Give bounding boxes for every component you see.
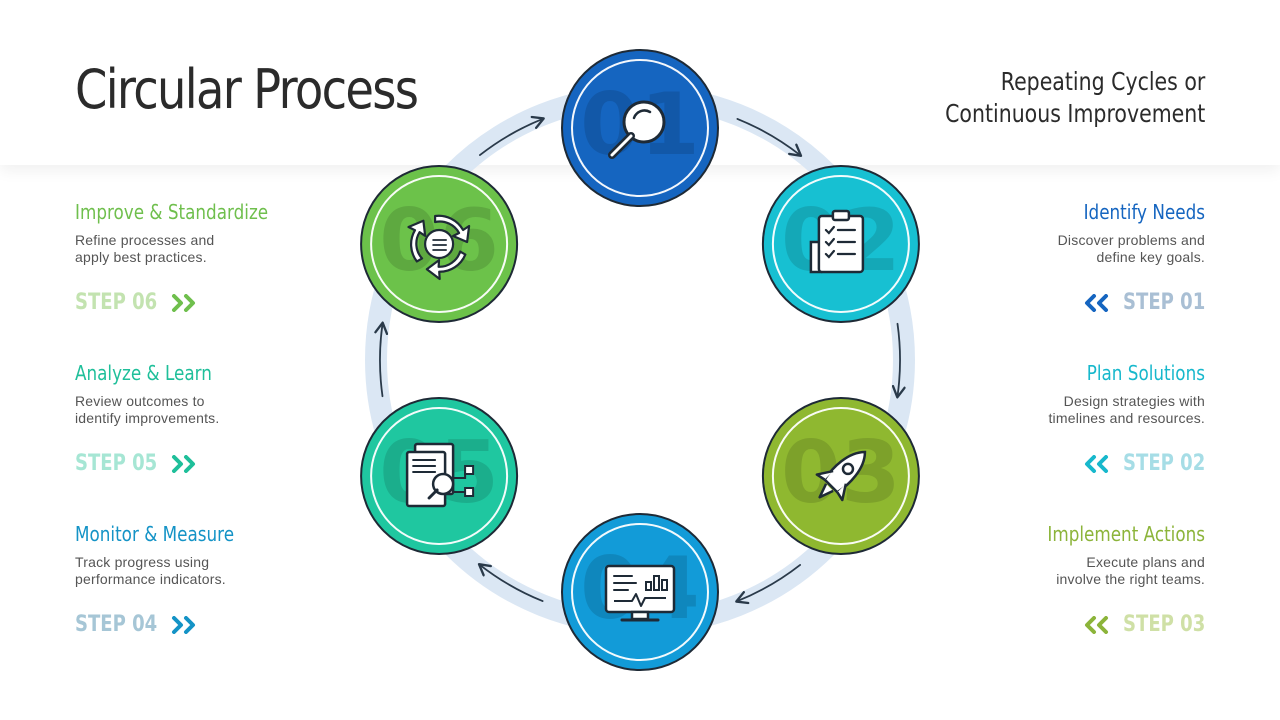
monitor-analytics-icon — [604, 564, 676, 622]
step-04-node: 04 — [561, 513, 719, 671]
chevron-left-icon — [1084, 293, 1108, 312]
cycle-arrows-icon — [407, 214, 471, 281]
step-01-desc-line-2: define key goals. — [1096, 249, 1205, 265]
flow-arrow — [477, 563, 544, 602]
step-02-desc-line-2: timelines and resources. — [1048, 410, 1205, 426]
node-inner-ring — [771, 175, 910, 313]
step-06-heading: Improve & Standardize — [75, 200, 269, 224]
step-06-label-text: STEP 06 — [75, 290, 158, 315]
page-subtitle: Repeating Cycles or Continuous Improveme… — [945, 66, 1205, 130]
node-inner-ring — [370, 407, 509, 545]
step-06-description: Refine processes and apply best practice… — [75, 232, 335, 266]
step-04-block: Monitor & Measure Track progress using p… — [75, 522, 335, 637]
step-03-heading: Implement Actions — [1047, 522, 1205, 546]
step-02-description: Design strategies with timelines and res… — [945, 393, 1205, 427]
flow-arrow — [374, 321, 389, 398]
subtitle-line-2: Continuous Improvement — [944, 99, 1205, 128]
step-01-node: 01 — [561, 49, 719, 207]
node-inner-ring — [771, 407, 910, 545]
step-05-desc-line-1: Review outcomes to — [75, 393, 205, 409]
rocket-icon — [815, 450, 867, 502]
chevron-left-icon — [1084, 615, 1108, 634]
step-04-description: Track progress using performance indicat… — [75, 554, 335, 588]
step-01-description: Discover problems and define key goals. — [945, 232, 1205, 266]
step-06-desc-line-1: Refine processes and — [75, 232, 215, 248]
step-06-label: STEP 06 — [75, 290, 335, 315]
document-analysis-icon — [405, 442, 475, 508]
step-05-label: STEP 05 — [75, 451, 335, 476]
chevron-right-icon — [172, 615, 196, 634]
clipboard-checklist-icon — [809, 209, 865, 274]
page-title: Circular Process — [75, 58, 419, 121]
flow-arrows — [374, 115, 906, 605]
magnifier-icon — [608, 100, 666, 159]
step-02-label: STEP 02 — [945, 451, 1205, 476]
step-02-desc-line-1: Design strategies with — [1063, 393, 1205, 409]
step-03-desc-line-2: involve the right teams. — [1056, 571, 1205, 587]
step-01-label-text: STEP 01 — [1122, 290, 1205, 315]
step-01-block: Identify Needs Discover problems and def… — [945, 200, 1205, 315]
chevron-right-icon — [172, 293, 196, 312]
flow-arrow — [891, 322, 906, 399]
node-inner-ring — [571, 523, 709, 661]
step-04-label: STEP 04 — [75, 612, 335, 637]
step-05-node: 05 — [360, 397, 519, 555]
step-05-label-text: STEP 05 — [75, 451, 158, 476]
flow-arrow — [479, 115, 545, 156]
step-01-heading: Identify Needs — [1083, 200, 1205, 224]
step-03-label-text: STEP 03 — [1122, 612, 1205, 637]
step-02-heading: Plan Solutions — [1086, 361, 1205, 385]
step-04-desc-line-2: performance indicators. — [75, 571, 226, 587]
chevron-left-icon — [1084, 454, 1108, 473]
node-inner-ring — [370, 175, 509, 313]
node-inner-ring — [571, 59, 709, 197]
subtitle-line-1: Repeating Cycles or — [1000, 67, 1205, 96]
step-03-description: Execute plans and involve the right team… — [945, 554, 1205, 588]
flow-arrow — [736, 118, 803, 157]
flow-arrow — [735, 564, 801, 605]
step-02-block: Plan Solutions Design strategies with ti… — [945, 361, 1205, 476]
step-06-node: 06 — [360, 165, 519, 323]
step-02-label-text: STEP 02 — [1122, 451, 1205, 476]
step-02-node: 02 — [761, 165, 920, 323]
step-06-desc-line-2: apply best practices. — [75, 249, 207, 265]
step-nodes: 01 02 03 04 05 06 — [360, 49, 920, 671]
step-04-label-text: STEP 04 — [75, 612, 158, 637]
step-03-block: Implement Actions Execute plans and invo… — [945, 522, 1205, 637]
step-06-block: Improve & Standardize Refine processes a… — [75, 200, 335, 315]
step-03-label: STEP 03 — [945, 612, 1205, 637]
step-03-desc-line-1: Execute plans and — [1086, 554, 1205, 570]
step-05-description: Review outcomes to identify improvements… — [75, 393, 335, 427]
step-05-desc-line-2: identify improvements. — [75, 410, 220, 426]
step-01-label: STEP 01 — [945, 290, 1205, 315]
step-01-desc-line-1: Discover problems and — [1057, 232, 1205, 248]
step-04-desc-line-1: Track progress using — [75, 554, 210, 570]
step-04-heading: Monitor & Measure — [75, 522, 235, 546]
step-05-heading: Analyze & Learn — [75, 361, 212, 385]
step-03-node: 03 — [761, 397, 920, 555]
step-05-block: Analyze & Learn Review outcomes to ident… — [75, 361, 335, 476]
chevron-right-icon — [172, 454, 196, 473]
